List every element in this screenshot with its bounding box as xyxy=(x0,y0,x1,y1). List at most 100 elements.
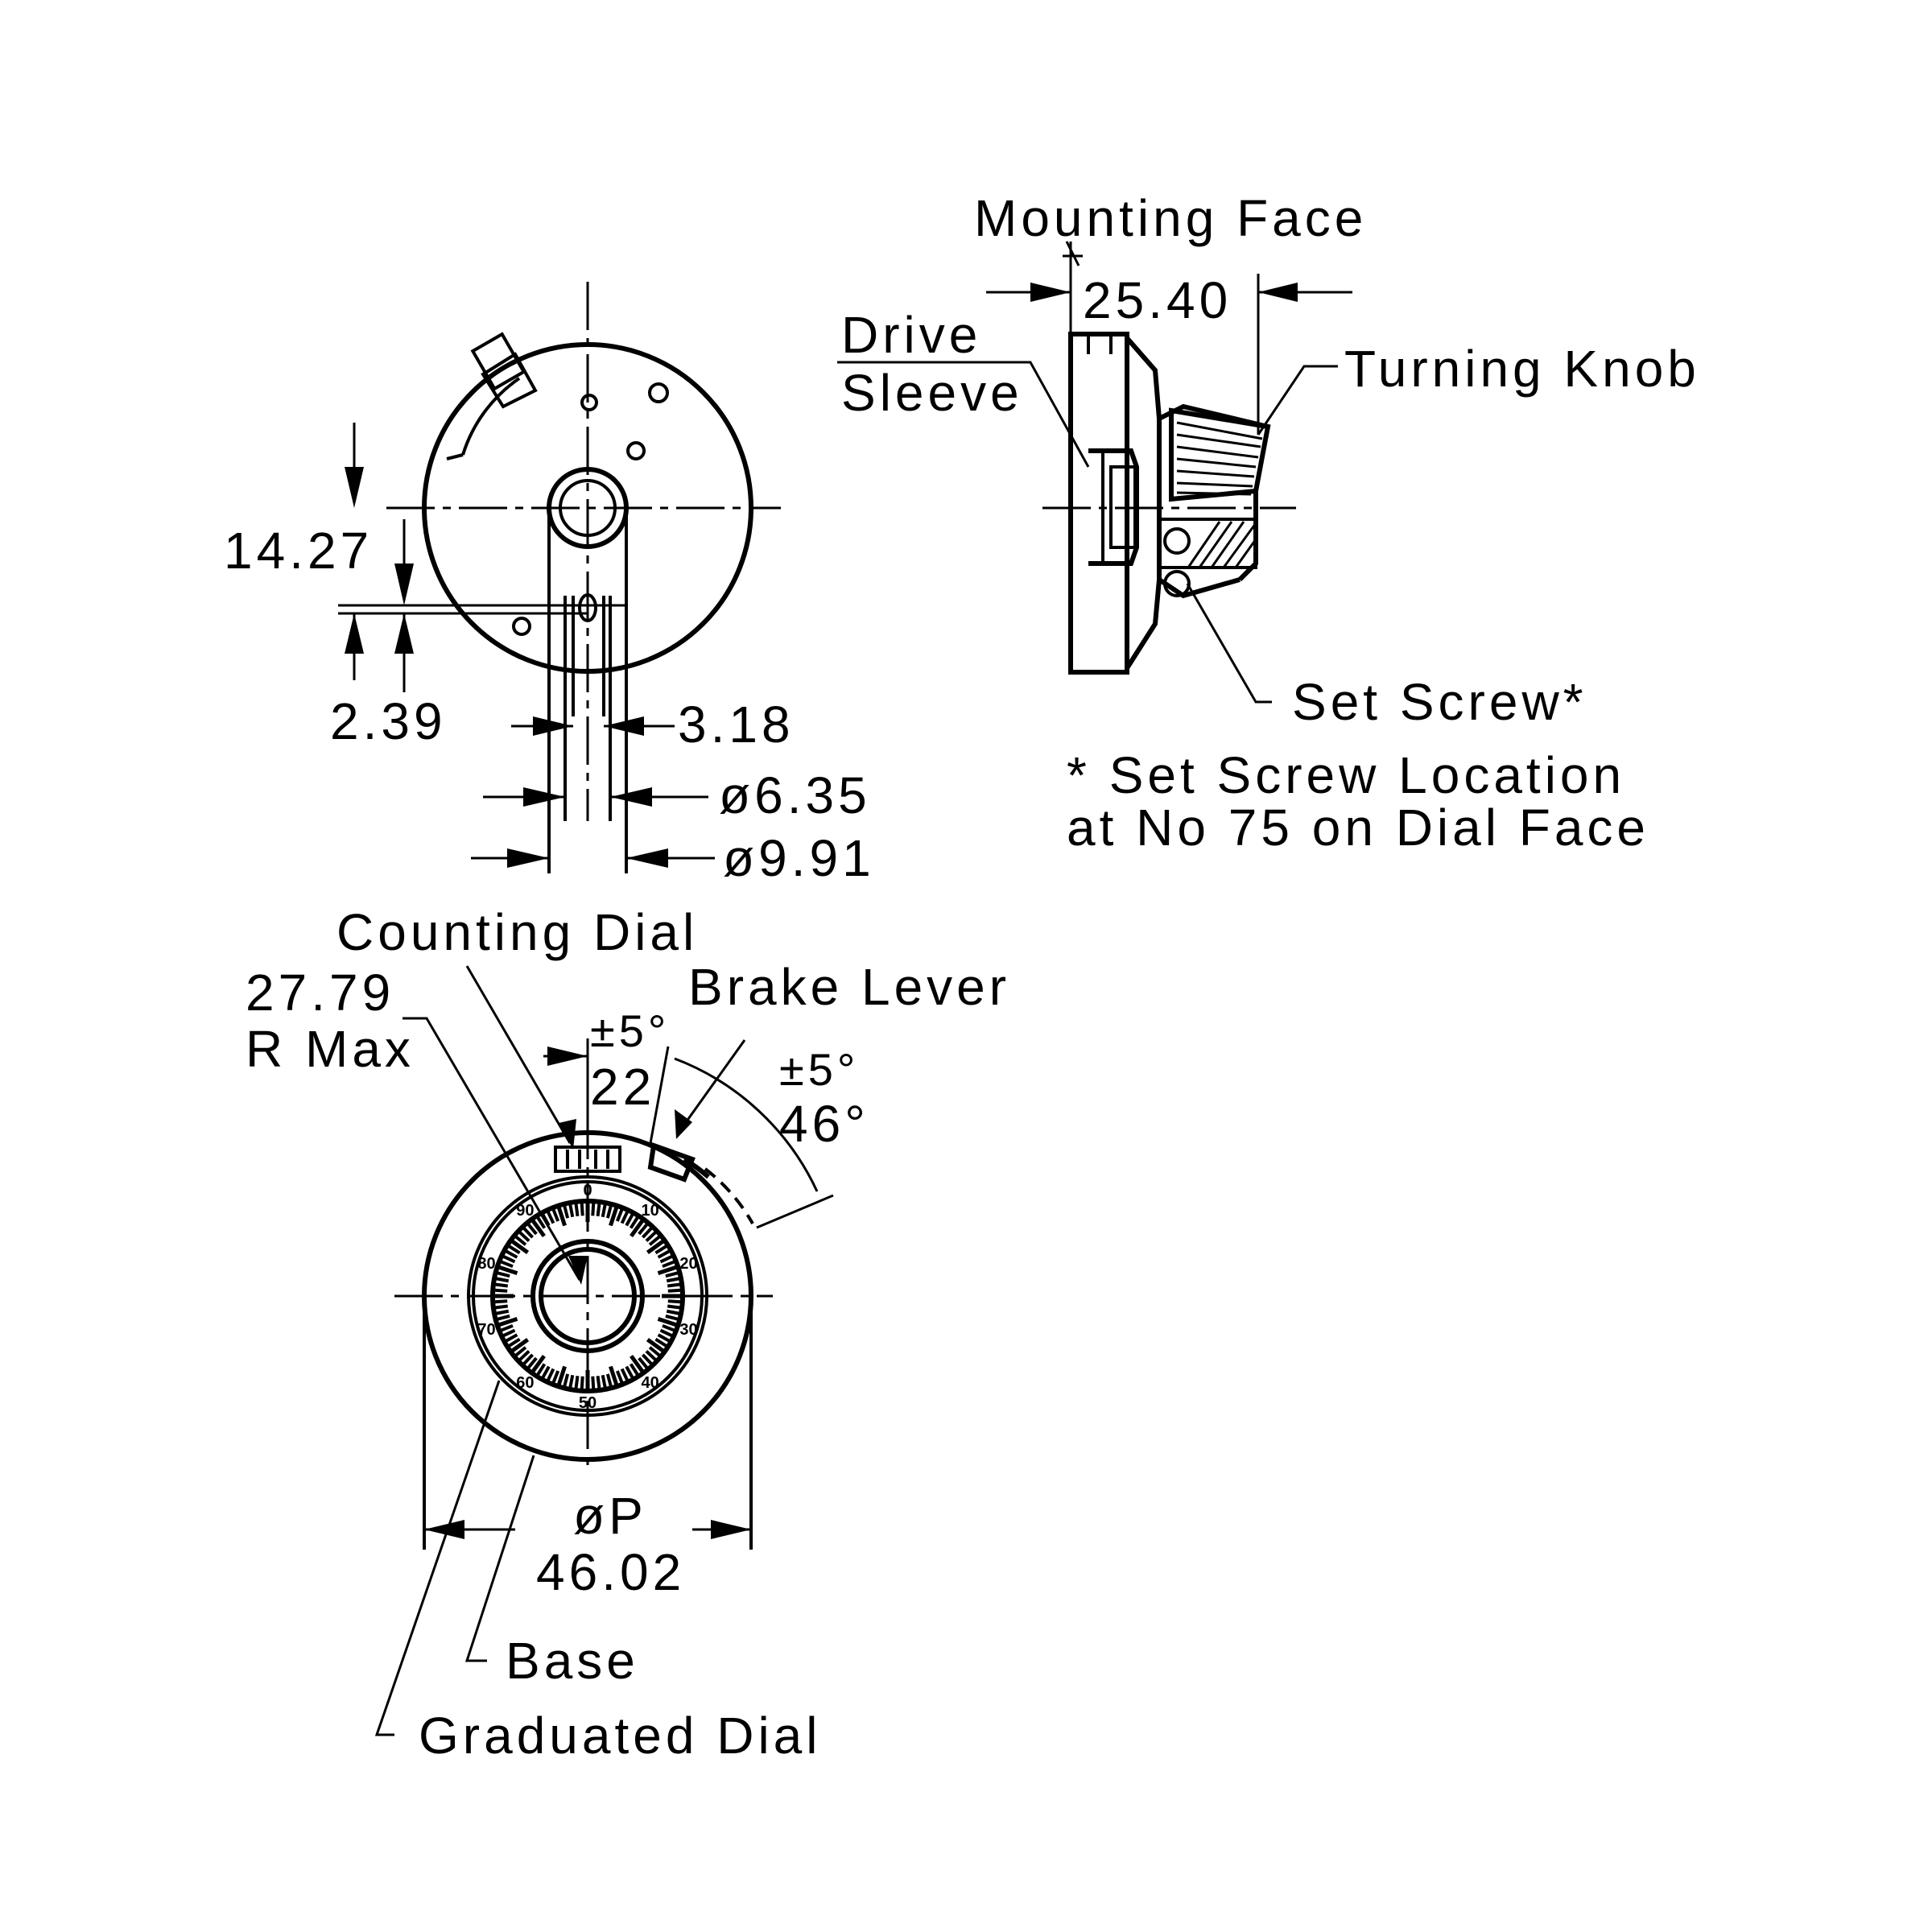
dim-46-02: 46.02 xyxy=(536,1543,685,1601)
dial-tick xyxy=(540,1365,551,1381)
angle-22: 22 xyxy=(590,1058,655,1116)
dial-tick xyxy=(545,1209,555,1224)
dial-tick xyxy=(535,1215,547,1229)
dial-tick xyxy=(630,1218,646,1238)
dial-tick xyxy=(625,1212,635,1227)
dial-tick xyxy=(629,1363,640,1377)
knob-section xyxy=(1158,518,1257,597)
dial-tick xyxy=(601,1374,608,1390)
dial-tick xyxy=(620,1209,630,1224)
dial-tick xyxy=(646,1238,666,1254)
counting-dial-label: Counting Dial xyxy=(336,903,698,961)
dial-tick xyxy=(615,1207,625,1222)
dial-tick xyxy=(535,1363,547,1377)
dial-tick xyxy=(510,1238,530,1254)
dial-number: 70 xyxy=(477,1321,495,1339)
dial-tick xyxy=(645,1349,658,1363)
set-screw-label: Set Screw* xyxy=(1292,673,1587,731)
dial-tick xyxy=(551,1207,560,1222)
tol-22: ±5° xyxy=(590,1005,670,1056)
dial-tick xyxy=(562,1373,570,1389)
dial-tick xyxy=(493,1282,509,1288)
dial-number: 90 xyxy=(516,1202,534,1220)
dial-tick xyxy=(556,1205,567,1227)
r-max-value: 27.79 xyxy=(246,964,394,1022)
dial-tick xyxy=(497,1317,518,1327)
graduated-dial-label: Graduated Dial xyxy=(419,1707,821,1765)
dial-tick xyxy=(596,1375,601,1391)
dial-tick xyxy=(493,1299,508,1304)
dial-tick xyxy=(609,1205,619,1227)
note-line-1: * Set Screw Location xyxy=(1067,746,1625,804)
dial-tick xyxy=(646,1338,666,1354)
dial-tick xyxy=(665,1314,680,1322)
dial-tick xyxy=(662,1259,677,1269)
dial-tick xyxy=(562,1203,570,1219)
dim-9-91: ø9.91 xyxy=(723,829,875,887)
dim-3-18: 3.18 xyxy=(678,696,795,753)
dial-tick xyxy=(667,1299,683,1304)
dial-tick xyxy=(641,1353,654,1367)
dial-tick xyxy=(605,1203,613,1219)
dial-tick xyxy=(503,1249,518,1259)
dial-tick xyxy=(657,1249,672,1259)
dial-number: 50 xyxy=(579,1394,597,1412)
dim-14-27: 14.27 xyxy=(224,522,373,580)
dial-tick xyxy=(506,1337,521,1348)
dial-tick xyxy=(580,1376,584,1391)
dial-tick xyxy=(638,1356,650,1371)
dial-tick xyxy=(591,1376,596,1391)
dial-tick xyxy=(609,1365,619,1387)
dial-tick xyxy=(591,1201,596,1216)
dial-tick xyxy=(657,1333,672,1344)
dial-tick xyxy=(648,1346,663,1358)
dial-number: 30 xyxy=(679,1321,697,1339)
dial-tick xyxy=(517,1229,530,1243)
turning-knob-label: Turning Knob xyxy=(1344,340,1700,398)
dial-tick xyxy=(498,1323,514,1333)
dial-tick xyxy=(648,1234,663,1246)
dial-number: 10 xyxy=(641,1202,658,1220)
dial-tick xyxy=(521,1353,535,1367)
dim-25-40: 25.40 xyxy=(1083,271,1232,329)
dial-tick xyxy=(662,1323,677,1333)
dial-tick xyxy=(574,1375,580,1391)
dial-tick xyxy=(645,1229,658,1243)
dial-tick xyxy=(521,1225,535,1239)
dial-tick xyxy=(601,1202,608,1218)
dial-tick xyxy=(513,1234,527,1246)
dial-tick xyxy=(665,1270,680,1278)
dial-number: 60 xyxy=(516,1374,534,1392)
dial-tick xyxy=(497,1265,518,1275)
brake-lever-label: Brake Lever xyxy=(688,958,1010,1016)
dial-tick xyxy=(625,1365,635,1381)
dial-number: 20 xyxy=(679,1255,697,1273)
side-view: Mounting Face 25.40 Drive Sleeve Turning… xyxy=(837,189,1700,857)
dial-tick xyxy=(667,1282,683,1288)
dial-tick xyxy=(641,1225,654,1239)
brake-lever xyxy=(647,1141,754,1224)
dim-6-35: ø6.35 xyxy=(719,766,871,824)
dial-tick xyxy=(493,1288,508,1293)
drive-label: Drive xyxy=(841,306,981,364)
dial-tick xyxy=(657,1265,679,1275)
dial-tick xyxy=(513,1346,527,1358)
counting-window xyxy=(554,1146,621,1173)
mounting-face-label: Mounting Face xyxy=(974,189,1367,247)
dial-tick xyxy=(666,1276,682,1283)
dial-tick xyxy=(615,1370,625,1385)
dial-tick xyxy=(654,1337,669,1348)
dial-tick xyxy=(530,1354,546,1374)
dial-tick xyxy=(506,1244,521,1255)
dial-tick xyxy=(657,1317,679,1327)
dial-tick xyxy=(493,1304,509,1310)
dial-tick xyxy=(574,1201,580,1217)
rear-view: 14.27 2.39 3.18 ø6.35 ø9.91 xyxy=(224,282,875,887)
dial-tick xyxy=(495,1270,510,1278)
dial-number: 40 xyxy=(641,1374,658,1392)
dial-tick xyxy=(517,1349,530,1363)
r-max-label: R Max xyxy=(246,1020,415,1078)
dial-tick xyxy=(545,1368,555,1383)
